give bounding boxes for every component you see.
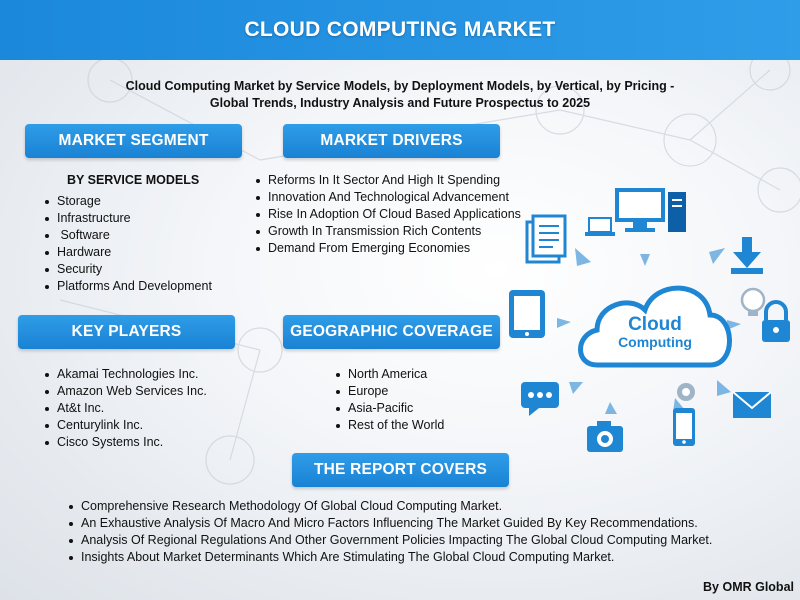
market-drivers-heading: MARKET DRIVERS: [283, 124, 500, 158]
lock-icon: [762, 300, 790, 342]
report-covers-heading: THE REPORT COVERS: [292, 453, 509, 487]
list-item: Growth In Transmission Rich Contents: [256, 223, 521, 240]
list-item: Platforms And Development: [45, 278, 212, 295]
geographic-coverage-list: North America Europe Asia-Pacific Rest o…: [336, 366, 444, 434]
list-item: Storage: [45, 193, 212, 210]
service-models-list: Storage Infrastructure Software Hardware…: [45, 193, 212, 295]
list-item: Rise In Adoption Of Cloud Based Applicat…: [256, 206, 521, 223]
document-icon: [525, 214, 567, 264]
list-item: Reforms In It Sector And High It Spendin…: [256, 172, 521, 189]
service-models-subheading: BY SERVICE MODELS: [67, 173, 200, 187]
market-segment-heading: MARKET SEGMENT: [25, 124, 242, 158]
list-item: Akamai Technologies Inc.: [45, 366, 207, 383]
list-item: Infrastructure: [45, 210, 212, 227]
gear-icon: [677, 383, 695, 401]
cloud-label-line-2: Computing: [618, 334, 692, 350]
page-title: CLOUD COMPUTING MARKET: [244, 18, 556, 41]
byline: By OMR Global: [703, 580, 794, 594]
list-item: Europe: [336, 383, 444, 400]
geographic-coverage-heading: GEOGRAPHIC COVERAGE: [283, 315, 500, 349]
tablet-icon: [509, 290, 545, 338]
list-item: Security: [45, 261, 212, 278]
cloud-label-line-1: Cloud: [628, 314, 682, 335]
list-item: Centurylink Inc.: [45, 417, 207, 434]
list-item: Software: [45, 227, 212, 244]
list-item: Innovation And Technological Advancement: [256, 189, 521, 206]
report-covers-list: Comprehensive Research Methodology Of Gl…: [69, 498, 712, 566]
cloud-computing-illustration: Cloud Computing: [509, 188, 790, 452]
list-item: Rest of the World: [336, 417, 444, 434]
download-icon: [731, 237, 763, 274]
title-banner: CLOUD COMPUTING MARKET: [0, 0, 800, 60]
key-players-heading: KEY PLAYERS: [18, 315, 235, 349]
list-item: An Exhaustive Analysis Of Macro And Micr…: [69, 515, 712, 532]
list-item: Insights About Market Determinants Which…: [69, 549, 712, 566]
list-item: At&t Inc.: [45, 400, 207, 417]
list-item: North America: [336, 366, 444, 383]
lightbulb-icon: [740, 287, 766, 316]
key-players-list: Akamai Technologies Inc. Amazon Web Serv…: [45, 366, 207, 451]
list-item: Hardware: [45, 244, 212, 261]
list-item: Cisco Systems Inc.: [45, 434, 207, 451]
list-item: Asia-Pacific: [336, 400, 444, 417]
smartphone-icon: [673, 408, 695, 446]
cloud-icon: Cloud Computing: [578, 285, 732, 368]
list-item: Analysis Of Regional Regulations And Oth…: [69, 532, 712, 549]
list-item: Amazon Web Services Inc.: [45, 383, 207, 400]
list-item: Comprehensive Research Methodology Of Gl…: [69, 498, 712, 515]
envelope-icon: [732, 391, 772, 418]
subtitle-line-1: Cloud Computing Market by Service Models…: [125, 79, 675, 93]
subtitle-line-2: Global Trends, Industry Analysis and Fut…: [209, 96, 591, 110]
camera-icon: [587, 421, 623, 452]
desktop-computer-icon: [585, 188, 686, 236]
market-drivers-list: Reforms In It Sector And High It Spendin…: [256, 172, 521, 257]
list-item: Demand From Emerging Economies: [256, 240, 521, 257]
chat-bubble-icon: [521, 382, 559, 416]
report-subtitle: Cloud Computing Market by Service Models…: [110, 78, 690, 112]
